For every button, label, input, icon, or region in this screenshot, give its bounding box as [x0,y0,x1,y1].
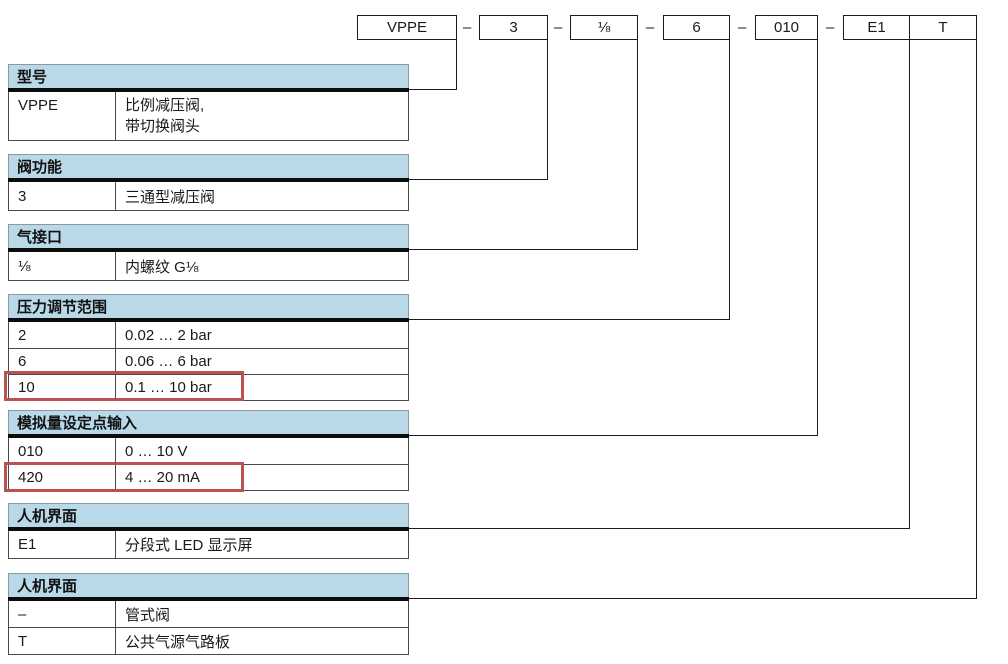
section-title: 人机界面 [8,573,409,597]
section-valve-function: 阀功能 3 三通型减压阀 [8,154,409,211]
table-row: T 公共气源气路板 [9,627,408,654]
code-box-model: VPPE [357,15,457,40]
connector-hline-function [408,179,548,180]
table-row: E1 分段式 LED 显示屏 [9,531,408,558]
code-separator-dash: – [645,19,655,36]
table-row: 6 0.06 … 6 bar [9,348,408,374]
section-hmi-variant: 人机界面 – 管式阀 T 公共气源气路板 [8,573,409,655]
connector-hline-pressure-range [408,319,730,320]
table-row: VPPE 比例减压阀, 带切换阀头 [9,92,408,140]
code-separator-dash: – [825,19,835,36]
code-cell: – [9,601,116,627]
section-rule [8,434,409,438]
code-box-setpoint-input: 010 [755,15,818,40]
desc-cell: 管式阀 [125,606,171,624]
highlight-box-setpoint-420 [4,462,244,492]
code-cell: 10 [9,375,116,400]
section-rule [8,88,409,92]
connector-hline-display [408,528,910,529]
section-title: 阀功能 [8,154,409,178]
connector-vline-variant [976,39,977,599]
code-box-display: E1 [843,15,910,40]
connector-hline-variant [408,598,977,599]
section-model: 型号 VPPE 比例减压阀, 带切换阀头 [8,64,409,141]
desc-cell: 内螺纹 G⅛ [125,258,199,276]
code-separator-dash: – [462,19,472,36]
code-cell: 6 [9,349,116,374]
connector-hline-setpoint-input [408,435,818,436]
table-row: – 管式阀 [9,601,408,627]
desc-cell: 三通型减压阀 [125,188,216,206]
section-title: 压力调节范围 [8,294,409,318]
connector-hline-port-size [408,249,638,250]
table-row: 3 三通型减压阀 [9,182,408,210]
code-cell: 420 [9,465,116,490]
connector-vline-port-size [637,39,638,250]
desc-cell: 公共气源气路板 [125,633,231,651]
code-separator-dash: – [737,19,747,36]
code-box-function: 3 [479,15,548,40]
highlight-box-pressure-10 [4,371,244,401]
section-pneumatic-port: 气接口 ⅛ 内螺纹 G⅛ [8,224,409,281]
table-row: 10 0.1 … 10 bar [9,374,408,400]
section-title: 型号 [8,64,409,88]
desc-cell: 0.06 … 6 bar [125,353,212,370]
desc-cell: 0.02 … 2 bar [125,326,212,344]
code-box-variant: T [909,15,977,40]
desc-cell: 4 … 20 mA [125,469,201,486]
desc-cell: 0 … 10 V [125,442,188,460]
section-rule [8,178,409,182]
code-cell: VPPE [9,92,116,140]
table-row: ⅛ 内螺纹 G⅛ [9,252,408,280]
code-cell: ⅛ [9,252,116,280]
connector-vline-display [909,39,910,529]
table-row: 010 0 … 10 V [9,438,408,464]
desc-cell: 0.1 … 10 bar [125,379,212,396]
desc-cell: 比例减压阀, 带切换阀头 [125,97,205,135]
connector-hline-model [408,89,457,90]
table-row: 2 0.02 … 2 bar [9,322,408,348]
section-rule [8,318,409,322]
connector-vline-function [547,39,548,180]
section-title: 气接口 [8,224,409,248]
section-rule [8,597,409,601]
code-cell: 2 [9,322,116,348]
section-hmi-display: 人机界面 E1 分段式 LED 显示屏 [8,503,409,559]
code-separator-dash: – [553,19,563,36]
section-pressure-range: 压力调节范围 2 0.02 … 2 bar 6 0.06 … 6 bar 10 … [8,294,409,401]
desc-cell: 分段式 LED 显示屏 [125,537,253,554]
connector-vline-pressure-range [729,39,730,320]
section-rule [8,527,409,531]
connector-vline-model [456,39,457,90]
code-box-port-size: ⅛ [570,15,638,40]
connector-vline-setpoint-input [817,39,818,436]
code-box-pressure-range: 6 [663,15,730,40]
code-cell: E1 [9,531,116,558]
code-cell: T [9,628,116,654]
code-cell: 010 [9,438,116,464]
section-title: 人机界面 [8,503,409,527]
section-title: 模拟量设定点输入 [8,410,409,434]
section-rule [8,248,409,252]
code-cell: 3 [9,182,116,210]
